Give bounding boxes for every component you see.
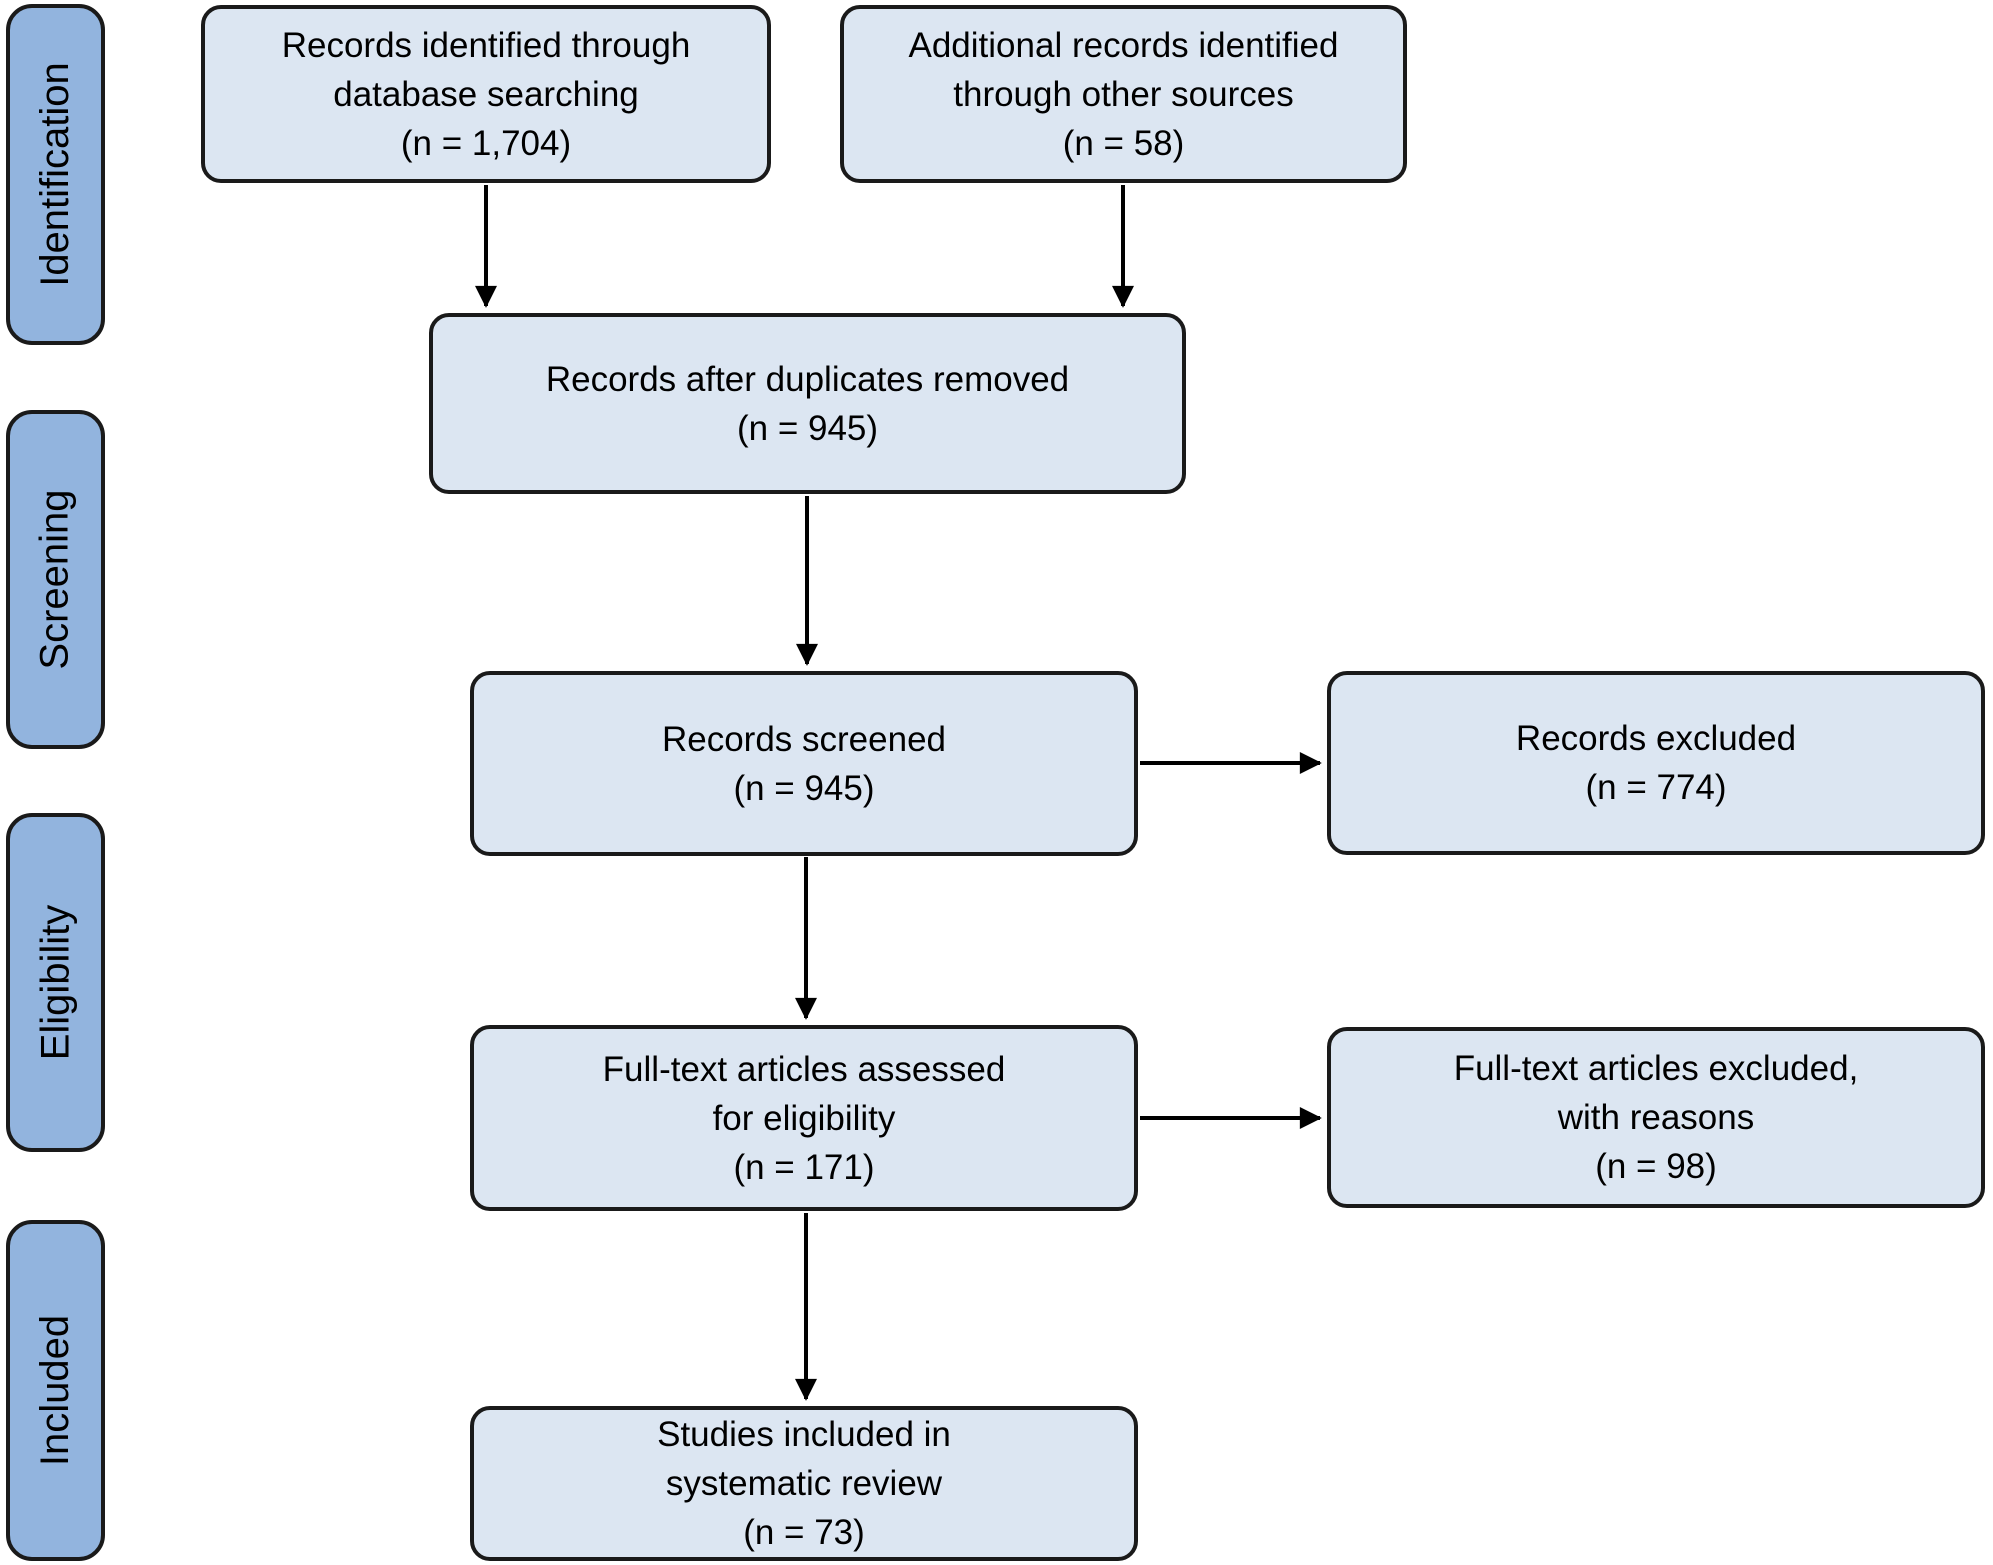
- stage-identification: Identification: [6, 4, 105, 345]
- box-studies-included-text: Studies included in systematic review (n…: [657, 1415, 951, 1552]
- stage-screening-label: Screening: [33, 489, 77, 670]
- box-fulltext-assessed-text: Full-text articles assessed for eligibil…: [602, 1049, 1006, 1187]
- stage-eligibility-label: Eligibility: [33, 904, 78, 1061]
- box-records-screened: Records screened (n = 945): [470, 671, 1138, 856]
- box-after-duplicates-text: Records after duplicates removed (n = 94…: [545, 359, 1070, 448]
- box-records-identified-text: Records identified through database sear…: [281, 25, 691, 163]
- stage-identification-label: Identification: [33, 62, 77, 287]
- box-after-duplicates: Records after duplicates removed (n = 94…: [429, 313, 1186, 494]
- box-additional-records-text: Additional records identified through ot…: [908, 25, 1339, 163]
- box-fulltext-excluded-text: Full-text articles excluded, with reason…: [1453, 1049, 1859, 1186]
- box-additional-records: Additional records identified through ot…: [840, 5, 1407, 183]
- stage-screening: Screening: [6, 410, 105, 749]
- box-studies-included: Studies included in systematic review (n…: [470, 1406, 1138, 1561]
- box-fulltext-assessed: Full-text articles assessed for eligibil…: [470, 1025, 1138, 1211]
- box-fulltext-excluded: Full-text articles excluded, with reason…: [1327, 1027, 1985, 1208]
- stage-included-label: Included: [33, 1314, 78, 1467]
- box-records-identified: Records identified through database sear…: [201, 5, 771, 183]
- stage-eligibility: Eligibility: [6, 813, 105, 1152]
- box-records-screened-text: Records screened (n = 945): [661, 719, 947, 808]
- stage-included: Included: [6, 1220, 105, 1561]
- box-records-excluded: Records excluded (n = 774): [1327, 671, 1985, 855]
- box-records-excluded-text: Records excluded (n = 774): [1515, 719, 1797, 807]
